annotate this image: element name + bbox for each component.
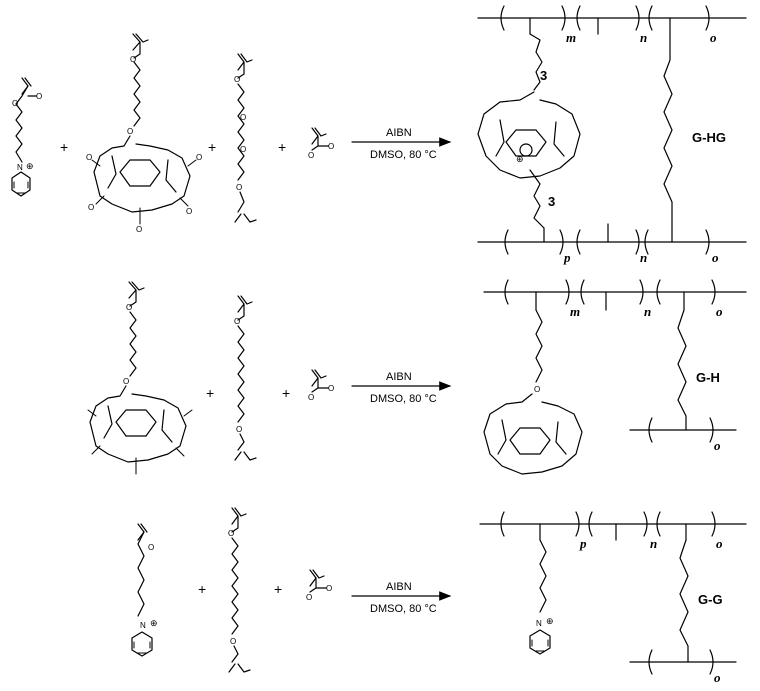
reaction-arrow: AIBN DMSO, 80 °C bbox=[351, 127, 452, 161]
subscript-o: o bbox=[710, 30, 717, 45]
oxygen-label: O bbox=[236, 183, 242, 192]
row-g-hg: O O N ⊕ + O O O O O O O + bbox=[11, 5, 747, 265]
pyridinium-acrylate-monomer: O O N ⊕ bbox=[11, 77, 42, 197]
oxygen-label: O bbox=[328, 142, 334, 151]
oxygen-label: O bbox=[534, 385, 540, 394]
subscript-n: n bbox=[644, 304, 651, 319]
reagent-label: AIBN bbox=[386, 581, 412, 593]
product-label: G-H bbox=[696, 370, 720, 385]
oxygen-label: O bbox=[126, 303, 132, 312]
subscript-n: n bbox=[650, 536, 657, 551]
oxygen-label: O bbox=[328, 384, 334, 393]
oxygen-label: O bbox=[308, 393, 314, 402]
subscript-o: o bbox=[716, 536, 723, 551]
plus-sign: + bbox=[208, 139, 216, 155]
positive-charge-icon: ⊕ bbox=[516, 154, 524, 164]
subscript-m: m bbox=[566, 30, 576, 45]
subscript-n: n bbox=[640, 30, 647, 45]
methyl-methacrylate-monomer: O O bbox=[308, 369, 334, 402]
product-label: G-G bbox=[698, 592, 723, 607]
reagent-label: AIBN bbox=[386, 127, 412, 139]
oxygen-label: O bbox=[228, 529, 234, 538]
spacer-count: 3 bbox=[548, 194, 555, 209]
reaction-arrow: AIBN DMSO, 80 °C bbox=[351, 581, 452, 615]
oxygen-label: O bbox=[12, 99, 18, 108]
reaction-arrow: AIBN DMSO, 80 °C bbox=[351, 371, 452, 405]
methoxy-label: O bbox=[88, 203, 94, 212]
methoxy-label: O bbox=[186, 207, 192, 216]
methyl-methacrylate-monomer: O O bbox=[308, 127, 334, 160]
methoxy-label: O bbox=[196, 153, 202, 162]
subscript-m: m bbox=[570, 304, 580, 319]
product-g-hg: m n o 3 ⊕ 3 G-HG p n o bbox=[477, 5, 747, 265]
plus-sign: + bbox=[282, 385, 290, 401]
reagent-label: AIBN bbox=[386, 371, 412, 383]
oxygen-label: O bbox=[326, 584, 332, 593]
subscript-o: o bbox=[714, 670, 721, 685]
row-g-g: O N ⊕ + O O + O O AIBN DMSO, 80 °C bbox=[131, 507, 747, 685]
methoxy-label: O bbox=[136, 225, 142, 234]
oeg-dimethacrylate-crosslinker: O O bbox=[234, 295, 257, 461]
oxygen-label: O bbox=[127, 127, 133, 136]
conditions-label: DMSO, 80 °C bbox=[370, 149, 437, 161]
nitrogen-label: N bbox=[536, 619, 542, 628]
conditions-label: DMSO, 80 °C bbox=[370, 603, 437, 615]
plus-sign: + bbox=[60, 139, 68, 155]
methoxy-label: O bbox=[86, 153, 92, 162]
row-g-h: O O + O O + O O AIBN DMSO, 80 °C bbox=[87, 279, 747, 475]
methyl-methacrylate-monomer: O O bbox=[306, 569, 332, 602]
subscript-n: n bbox=[640, 250, 647, 265]
oxygen-label: O bbox=[148, 543, 154, 552]
oeg-dimethacrylate-crosslinker: O O O O bbox=[234, 53, 257, 223]
spacer-count: 3 bbox=[540, 68, 547, 83]
conditions-label: DMSO, 80 °C bbox=[370, 393, 437, 405]
pyridinium-acrylate-monomer: O N ⊕ bbox=[131, 523, 158, 657]
positive-charge-icon: ⊕ bbox=[26, 161, 34, 171]
oxygen-label: O bbox=[234, 75, 240, 84]
oxygen-label: O bbox=[230, 637, 236, 646]
nitrogen-label: N bbox=[17, 163, 23, 172]
pillararene-methacrylate-monomer: O O bbox=[87, 281, 193, 475]
subscript-o: o bbox=[716, 304, 723, 319]
subscript-p: p bbox=[563, 250, 571, 265]
oeg-dimethacrylate-crosslinker: O O bbox=[228, 507, 251, 673]
plus-sign: + bbox=[278, 139, 286, 155]
positive-charge-icon: ⊕ bbox=[150, 618, 158, 628]
oxygen-label: O bbox=[240, 113, 246, 122]
product-g-h: m n o O G-H o bbox=[483, 279, 747, 475]
oxygen-label: O bbox=[130, 55, 136, 64]
subscript-p: p bbox=[579, 536, 587, 551]
pillararene-methacrylate-monomer: O O O O O O O bbox=[86, 33, 202, 234]
product-label: G-HG bbox=[692, 130, 726, 145]
oxygen-label: O bbox=[234, 317, 240, 326]
subscript-o: o bbox=[712, 250, 719, 265]
oxygen-label: O bbox=[36, 92, 42, 101]
nitrogen-label: N bbox=[140, 621, 146, 630]
oxygen-label: O bbox=[240, 145, 246, 154]
plus-sign: + bbox=[206, 385, 214, 401]
positive-charge-icon: ⊕ bbox=[546, 616, 554, 626]
oxygen-label: O bbox=[306, 593, 312, 602]
oxygen-label: O bbox=[308, 151, 314, 160]
product-g-g: p n o N ⊕ G-G o bbox=[479, 511, 747, 685]
oxygen-label: O bbox=[123, 377, 129, 386]
subscript-o: o bbox=[714, 438, 721, 453]
plus-sign: + bbox=[274, 581, 282, 597]
plus-sign: + bbox=[198, 581, 206, 597]
oxygen-label: O bbox=[236, 425, 242, 434]
